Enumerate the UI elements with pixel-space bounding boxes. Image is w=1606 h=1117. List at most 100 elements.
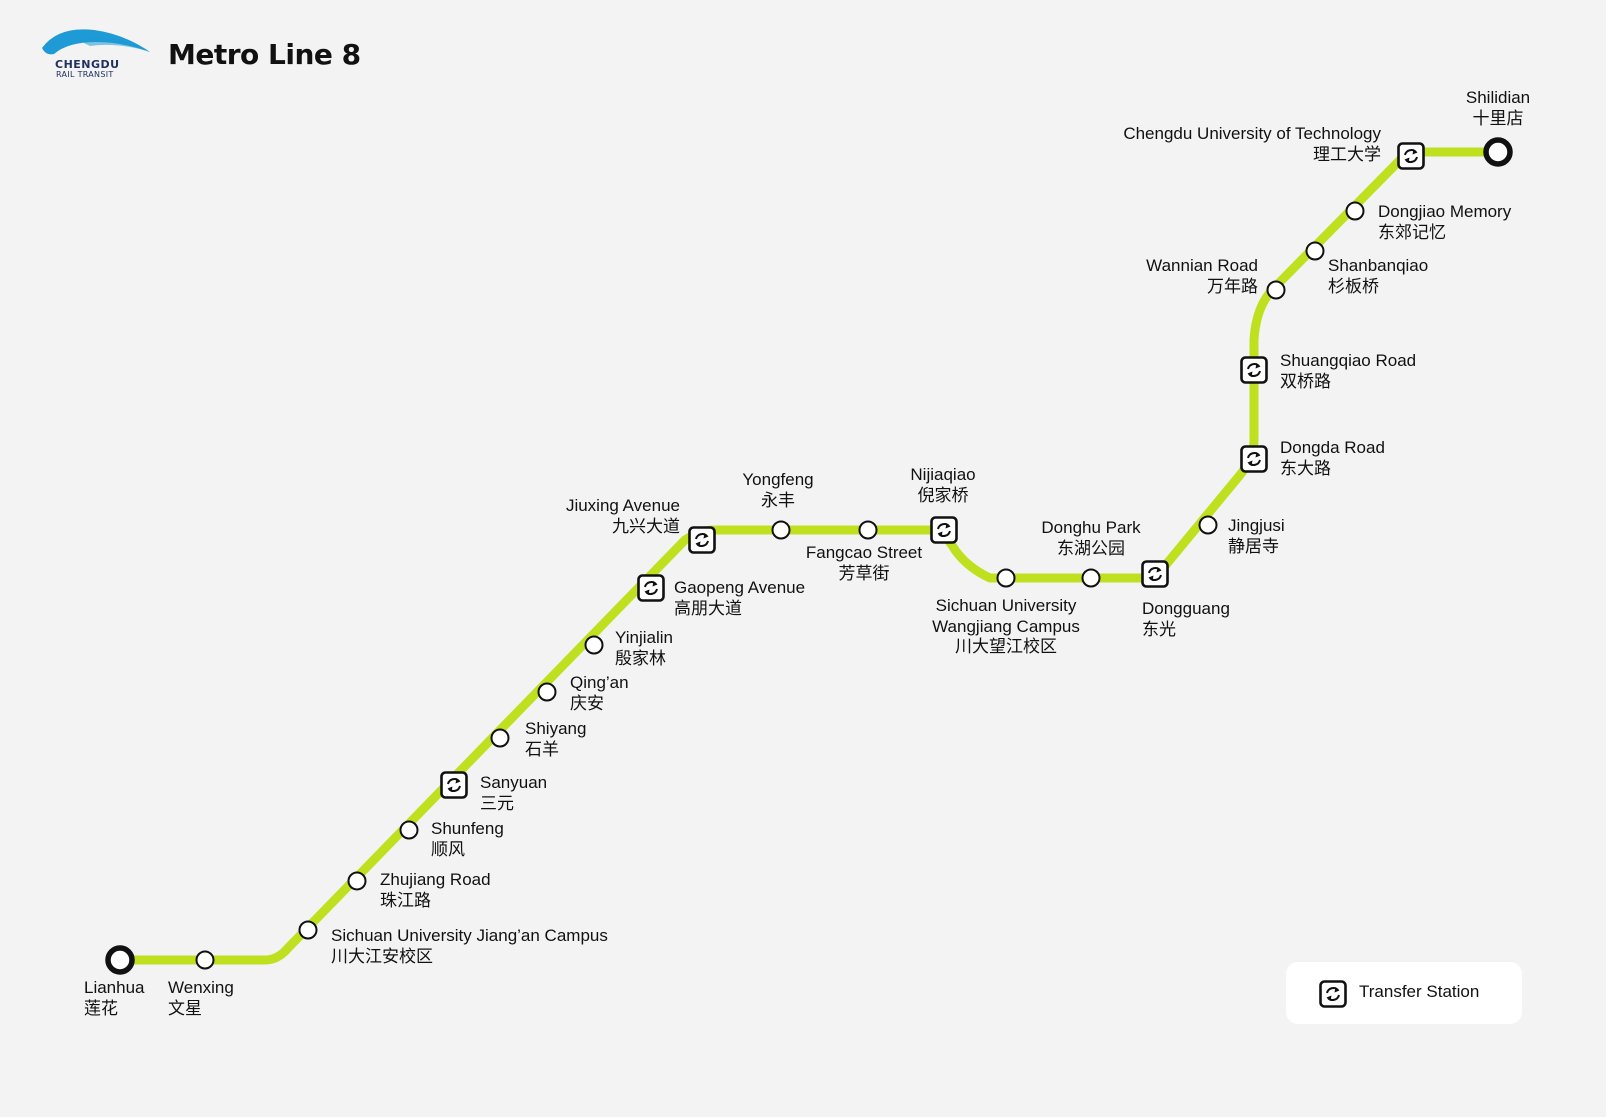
station-marker-sichuan-university-wangjiang-campus[interactable] bbox=[996, 568, 1016, 588]
station-marker-yinjialin[interactable] bbox=[584, 635, 604, 655]
station-name-zh: 静居寺 bbox=[1228, 536, 1279, 557]
station-name-zh: 顺风 bbox=[431, 839, 465, 860]
transfer-station-marker-dongguang[interactable] bbox=[1141, 560, 1169, 588]
station-marker-wannian-road[interactable] bbox=[1266, 280, 1286, 300]
station-name-en: Jiuxing Avenue bbox=[565, 496, 680, 515]
transfer-station-marker-gaopeng-avenue[interactable] bbox=[637, 574, 665, 602]
station-name-zh: 东大路 bbox=[1280, 458, 1331, 479]
logo-text-chengdu: CHENGDU bbox=[55, 58, 120, 71]
transfer-station-marker-sanyuan[interactable] bbox=[440, 771, 468, 799]
station-name-en: Shilidian bbox=[1465, 88, 1531, 107]
station-name-en: Sanyuan bbox=[480, 773, 548, 792]
transfer-station-marker-jiuxing-avenue[interactable] bbox=[688, 526, 716, 554]
station-name-zh: 九兴大道 bbox=[612, 516, 680, 537]
station-name-en: Yongfeng bbox=[742, 470, 814, 489]
station-name-en: Wenxing bbox=[168, 978, 234, 997]
station-name-zh: 莲花 bbox=[84, 998, 118, 1019]
station-name-en: Dongguang bbox=[1142, 599, 1230, 618]
station-name-en: Dongda Road bbox=[1280, 438, 1385, 457]
station-name-zh: 东光 bbox=[1142, 619, 1176, 640]
station-name-zh: 石羊 bbox=[525, 739, 559, 760]
station-name-en: Shanbanqiao bbox=[1328, 256, 1429, 275]
transfer-station-marker-nijiaqiao[interactable] bbox=[930, 516, 958, 544]
station-name-zh: 芳草街 bbox=[838, 563, 890, 584]
station-name-zh: 杉板桥 bbox=[1328, 276, 1379, 297]
station-name-en: Chengdu University of Technology bbox=[1123, 124, 1381, 143]
transfer-station-marker-shuangqiao-road[interactable] bbox=[1240, 356, 1268, 384]
station-name-en: Gaopeng Avenue bbox=[674, 578, 806, 597]
station-marker-jingjusi[interactable] bbox=[1198, 515, 1218, 535]
station-name-en: Lianhua bbox=[84, 978, 145, 997]
terminal-station-marker-lianhua[interactable] bbox=[105, 945, 135, 975]
station-name-zh: 珠江路 bbox=[380, 890, 431, 911]
station-name-en: Sichuan University Wangjiang Campus bbox=[932, 596, 1080, 636]
station-name-zh: 双桥路 bbox=[1280, 371, 1331, 392]
station-marker-dongjiao-memory[interactable] bbox=[1345, 201, 1365, 221]
station-marker-qingan[interactable] bbox=[537, 682, 557, 702]
station-name-en: Zhujiang Road bbox=[380, 870, 491, 889]
station-name-zh: 十里店 bbox=[1472, 108, 1524, 129]
station-name-zh: 庆安 bbox=[570, 693, 604, 714]
station-marker-yongfeng[interactable] bbox=[771, 520, 791, 540]
station-name-en: Dongjiao Memory bbox=[1378, 202, 1512, 221]
station-marker-wenxing[interactable] bbox=[195, 950, 215, 970]
station-marker-sichuan-university-jiangan-campus[interactable] bbox=[298, 920, 318, 940]
logo-text-rail-transit: RAIL TRANSIT bbox=[56, 70, 114, 79]
transfer-station-icon bbox=[1319, 980, 1347, 1008]
station-name-zh: 永丰 bbox=[760, 490, 795, 511]
station-marker-shiyang[interactable] bbox=[490, 728, 510, 748]
station-name-en: Shuangqiao Road bbox=[1280, 351, 1417, 370]
station-name-en: Qing’an bbox=[570, 673, 629, 692]
station-name-en: Nijiaqiao bbox=[910, 465, 976, 484]
station-name-en: Shiyang bbox=[525, 719, 587, 738]
chengdu-rail-transit-logo bbox=[38, 22, 158, 82]
terminal-station-marker-shilidian[interactable] bbox=[1483, 137, 1513, 167]
station-name-en: Donghu Park bbox=[1041, 518, 1141, 537]
station-name-en: Sichuan University Jiang’an Campus bbox=[331, 926, 608, 945]
station-marker-donghu-park[interactable] bbox=[1081, 568, 1101, 588]
station-name-zh: 川大江安校区 bbox=[331, 946, 433, 967]
station-marker-shunfeng[interactable] bbox=[399, 820, 419, 840]
station-name-en: Fangcao Street bbox=[805, 543, 923, 562]
station-name-zh: 川大望江校区 bbox=[954, 637, 1057, 658]
transfer-station-marker-dongda-road[interactable] bbox=[1240, 445, 1268, 473]
station-name-zh: 倪家桥 bbox=[917, 485, 969, 506]
station-name-en: Shunfeng bbox=[431, 819, 504, 838]
station-marker-shanbanqiao[interactable] bbox=[1305, 241, 1325, 261]
station-marker-zhujiang-road[interactable] bbox=[347, 871, 367, 891]
station-name-zh: 三元 bbox=[480, 793, 514, 814]
station-name-zh: 殷家林 bbox=[615, 648, 666, 669]
station-name-zh: 理工大学 bbox=[1313, 144, 1381, 165]
station-name-zh: 文星 bbox=[168, 998, 202, 1019]
station-marker-fangcao-street[interactable] bbox=[858, 520, 878, 540]
station-name-zh: 东郊记忆 bbox=[1378, 222, 1446, 243]
station-name-en: Jingjusi bbox=[1228, 516, 1285, 535]
legend-label-transfer-station: Transfer Station bbox=[1359, 982, 1480, 1001]
transfer-station-marker-chengdu-university-of-technology[interactable] bbox=[1397, 142, 1425, 170]
station-name-zh: 高朋大道 bbox=[674, 598, 742, 619]
legend-box: Transfer Station bbox=[1286, 962, 1522, 1024]
